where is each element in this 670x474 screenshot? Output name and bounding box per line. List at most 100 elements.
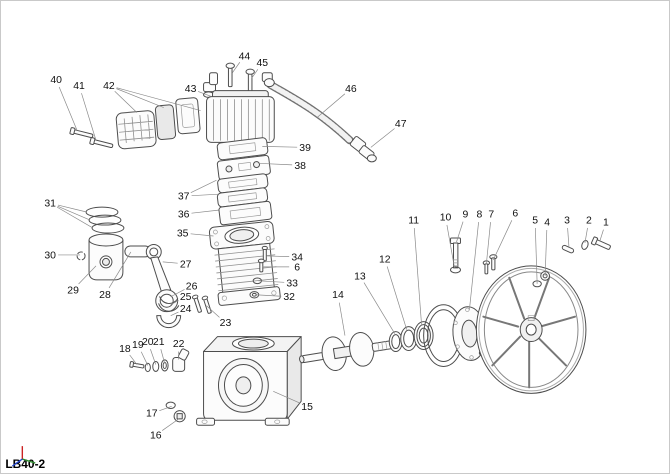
filter-bolt: [69, 127, 94, 139]
oil-plug: [173, 410, 186, 423]
part-number-label: 7: [488, 210, 494, 221]
leader-line: [162, 417, 180, 431]
washer: [152, 360, 160, 372]
part-number-label: 34: [291, 252, 303, 263]
leader-line: [599, 229, 604, 242]
part-number-label: 12: [379, 254, 391, 265]
crankcase: [196, 336, 302, 426]
leader-line: [370, 128, 395, 148]
discharge-tube: [261, 72, 354, 145]
part-number-label: 44: [239, 51, 251, 62]
breather-elbow: [172, 348, 190, 372]
part-number-label: 29: [67, 285, 79, 296]
part-number-label: 14: [332, 290, 344, 301]
connecting-rod: [145, 243, 179, 313]
part-number-label: 39: [299, 143, 311, 154]
axis-z-line: [11, 458, 23, 467]
washer: [450, 266, 461, 274]
leader-line: [78, 265, 97, 285]
leader-line: [469, 222, 479, 310]
leader-line: [116, 88, 164, 108]
axis-triad-icon: [11, 446, 36, 467]
part-number-label: 21: [153, 337, 165, 348]
leader-line: [159, 405, 172, 411]
pin-clip: [76, 251, 86, 261]
leader-line: [206, 305, 220, 318]
shaft-key: [561, 244, 575, 254]
leader-line: [197, 91, 212, 97]
rod-bearing-shells: [158, 296, 180, 312]
piston-rings: [85, 206, 125, 234]
part-number-label: 40: [50, 75, 62, 86]
leader-line: [140, 351, 149, 366]
part-number-label: 8: [476, 210, 482, 221]
part-number-label: 10: [440, 213, 452, 224]
flywheel: [475, 265, 587, 394]
flywheel-bolt: [590, 236, 611, 250]
part-number-label: 47: [395, 119, 407, 130]
leader-line: [150, 349, 157, 365]
cover-bolt: [450, 237, 461, 269]
tube-fitting: [349, 136, 377, 163]
rod-cap: [156, 315, 182, 329]
air-filter-element: [154, 104, 177, 140]
washer: [165, 401, 176, 409]
leader-line: [413, 228, 422, 326]
part-number-label: 32: [283, 292, 295, 303]
part-number-label: 6: [512, 209, 518, 220]
part-number-label: 1: [603, 218, 609, 229]
leader-line: [338, 302, 346, 336]
part-number-label: 16: [150, 431, 162, 442]
leader-line: [258, 280, 285, 283]
leader-line: [190, 179, 217, 194]
leader-line: [493, 220, 513, 261]
part-number-label: 9: [463, 210, 469, 221]
valve-gasket: [216, 187, 269, 208]
part-number-label: 36: [178, 210, 190, 221]
rod-bolts: [191, 294, 212, 314]
leader-line: [584, 227, 588, 244]
cylinder-block: [208, 221, 281, 306]
exploded-diagram: [69, 62, 611, 426]
leader-line: [486, 222, 491, 264]
leader-line: [535, 228, 538, 284]
leader-line: [446, 224, 455, 268]
part-number-label: 6: [294, 262, 300, 273]
part-number-label: 19: [132, 340, 144, 351]
part-number-label: 33: [286, 278, 298, 289]
head-gasket: [216, 137, 269, 161]
part-number-label: 2: [586, 216, 592, 227]
air-filter-assembly: [115, 97, 201, 150]
part-number-label: 3: [564, 216, 570, 227]
crankshaft: [299, 332, 396, 372]
leader-line: [170, 289, 185, 298]
leader-line: [316, 93, 346, 118]
part-number-label: 5: [532, 216, 538, 227]
part-number-label: 26: [186, 281, 198, 292]
part-number-label: 27: [180, 259, 192, 270]
leader-line: [456, 221, 464, 243]
air-filter-plate: [175, 97, 201, 135]
bolt: [489, 254, 498, 271]
cylinder-head: [206, 90, 275, 143]
drawing-title: LB40-2: [5, 457, 45, 471]
leader-line: [567, 228, 570, 248]
plate: [218, 200, 273, 226]
part-number-label: 24: [180, 304, 192, 315]
leader-line: [544, 230, 548, 276]
elbow-fitting: [203, 72, 218, 98]
leader-line: [191, 209, 219, 214]
leader-line: [262, 146, 298, 148]
leader-line: [162, 261, 178, 264]
leader-line: [386, 266, 408, 330]
axis-x-line: [22, 458, 36, 464]
leader-line: [56, 206, 94, 229]
leader-line: [57, 205, 91, 221]
piston: [88, 233, 124, 281]
breather-bolt: [129, 361, 145, 369]
part-number-label: 17: [146, 409, 158, 420]
leader-line: [273, 391, 300, 404]
part-number-label: 15: [301, 402, 313, 413]
